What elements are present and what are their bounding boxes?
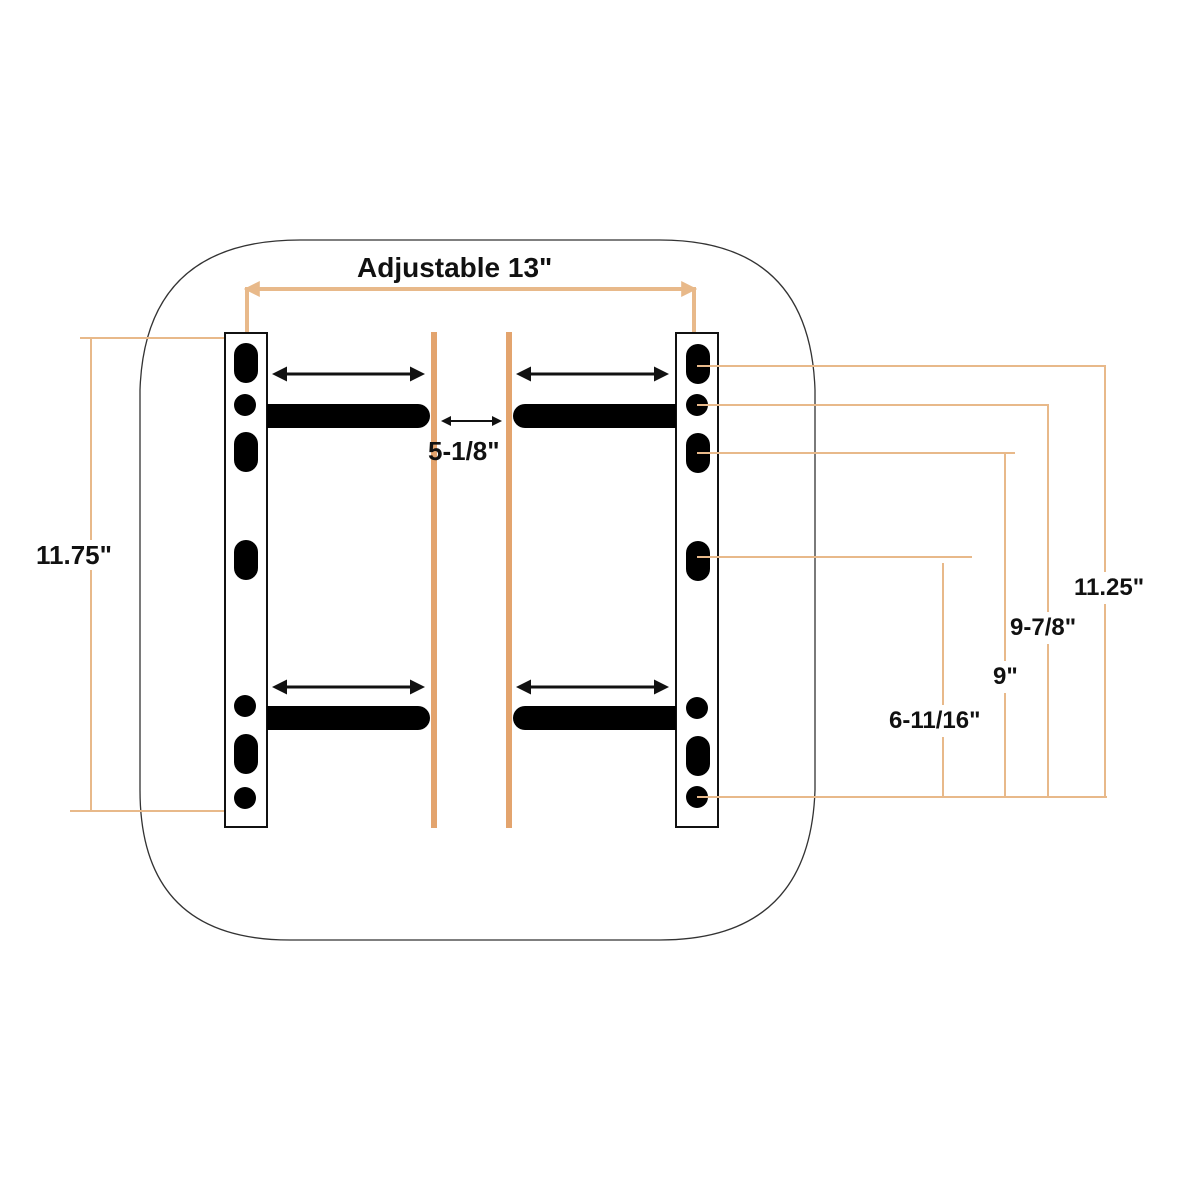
plate-outline — [139, 239, 816, 941]
hole-spacing-9-label: 9" — [993, 661, 1018, 693]
right-bracket — [675, 332, 719, 828]
arm-top-right-base — [656, 404, 676, 428]
hole-spacing-9-7-8-label: 9-7/8" — [1010, 612, 1077, 644]
hole-spacing-11-25-label: 11.25" — [1074, 572, 1145, 604]
arm-top-left — [267, 404, 430, 428]
overall-height-label: 11.75" — [36, 540, 112, 570]
adjustable-width-dimension — [243, 281, 698, 333]
arm-top-left-base — [267, 404, 287, 428]
center-gap-label: 5-1/8" — [428, 436, 500, 466]
arm-top-right — [513, 404, 676, 428]
arm-bottom-left-base — [267, 706, 287, 730]
left-bracket — [224, 332, 268, 828]
overall-height-dimension — [70, 337, 245, 812]
hole-spacing-dimensions — [697, 365, 1107, 798]
hole-spacing-6-11-16-label: 6-11/16" — [889, 705, 981, 737]
arm-bottom-right — [513, 706, 676, 730]
arm-bottom-right-base — [656, 706, 676, 730]
arm-bottom-left — [267, 706, 430, 730]
adjustable-width-label: Adjustable 13" — [357, 252, 553, 283]
